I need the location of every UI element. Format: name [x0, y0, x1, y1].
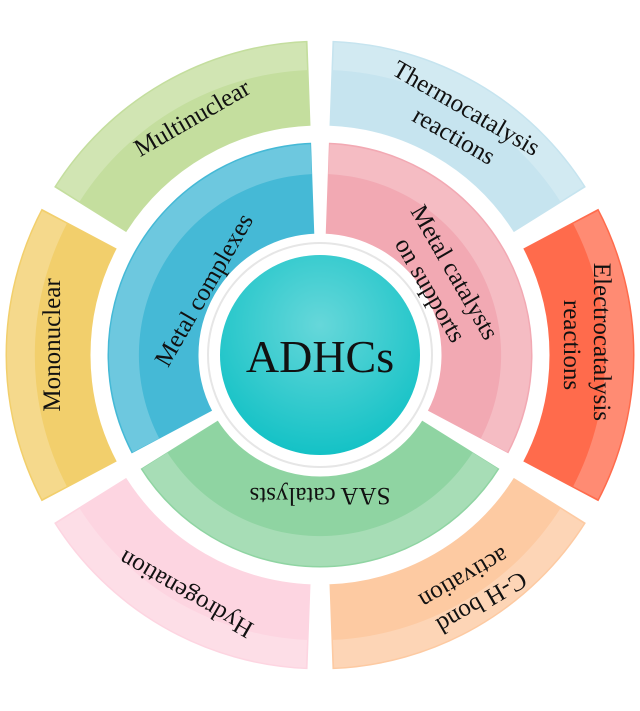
outer-segment-0	[326, 37, 591, 237]
outer-segment-highlight-1	[573, 210, 633, 500]
outer-segment-highlight-4	[6, 210, 67, 500]
center-gloss	[220, 255, 420, 455]
outer-segment-5	[49, 37, 314, 237]
outer-segment-highlight-0	[332, 42, 584, 202]
outer-segment-highlight-5	[56, 42, 308, 202]
label-electrocatalysis: Electrocatalysis reactions	[558, 263, 615, 428]
inner-segment-highlight-1	[142, 452, 498, 566]
label-mononuclear: Mononuclear	[39, 278, 66, 412]
inner-segment-0	[322, 139, 536, 458]
label-saa-catalysts: SAA catalysts	[250, 482, 391, 509]
inner-segment-highlight-0	[328, 144, 531, 453]
outer-segment-highlight-3	[56, 508, 308, 668]
outer-segment-1	[519, 204, 638, 506]
outer-segment-2	[326, 473, 591, 673]
inner-ring	[104, 139, 536, 571]
outer-segment-4	[2, 204, 121, 506]
inner-segment-1	[136, 416, 504, 571]
outer-ring	[2, 37, 638, 673]
center-label: ADHCs	[246, 331, 394, 382]
outer-segment-highlight-2	[332, 508, 584, 668]
inner-segment-2	[104, 139, 318, 458]
inner-segment-highlight-2	[109, 144, 312, 453]
outer-segment-3	[49, 473, 314, 673]
